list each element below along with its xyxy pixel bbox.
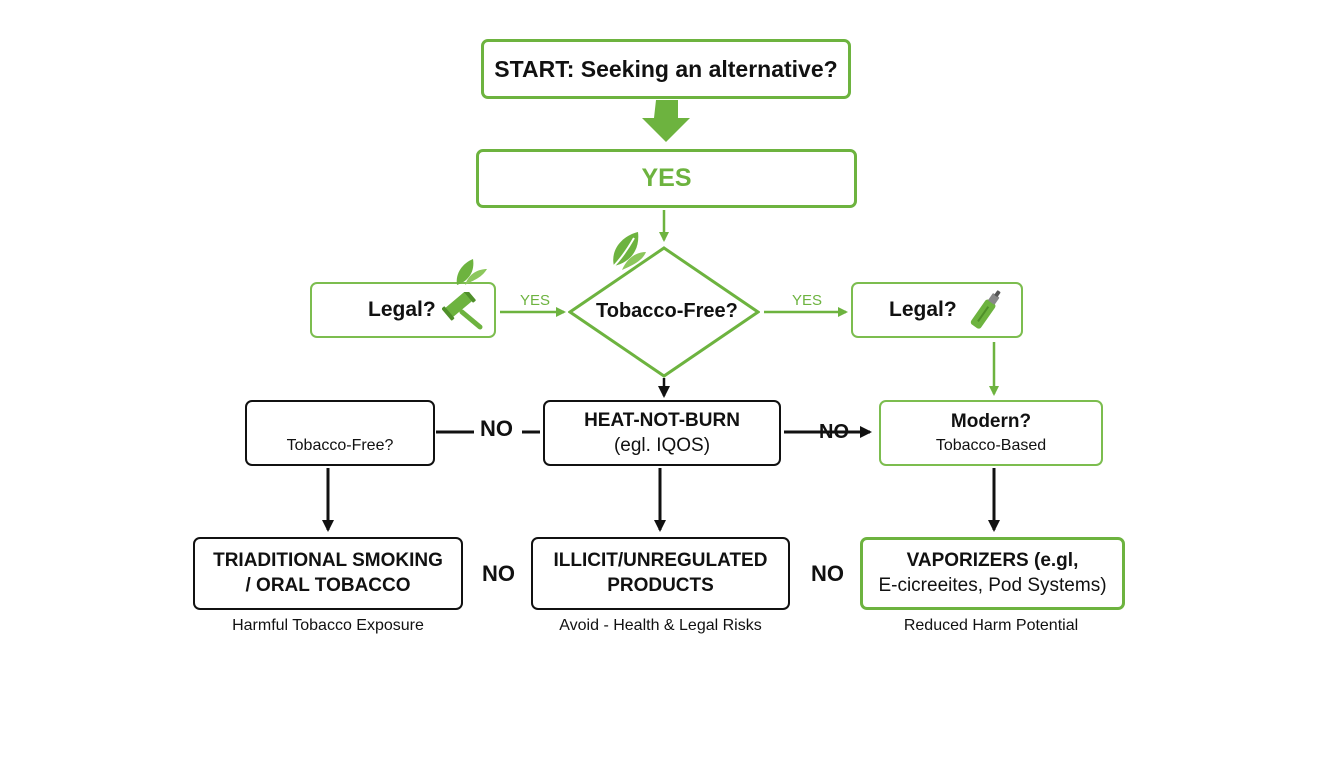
vaporizers-node: VAPORIZERS (e.gl, E-cicreeites, Pod Syst… [860, 537, 1125, 610]
vaporizers-line1-text: VAPORIZERS (e.gl, [906, 550, 1079, 571]
edge-label-no-bottom-right: NO [811, 561, 844, 586]
caption-illicit: Avoid - Health & Legal Risks [559, 617, 762, 634]
leaf-icon [456, 259, 487, 285]
edge-label-no-mid-left: NO [480, 416, 513, 441]
traditional-line1: TRIADITIONAL SMOKING [213, 550, 443, 571]
illicit-line2: PRODUCTS [607, 575, 714, 596]
vape-pen-icon [970, 290, 1001, 329]
start-node: START: Seeking an alternative? [481, 39, 851, 99]
traditional-line2: / ORAL TOBACCO [245, 575, 411, 596]
yes-label: YES [641, 164, 692, 192]
start-label: START: Seeking an alternative? [494, 55, 838, 82]
arrow-start-to-yes [642, 100, 690, 142]
edge-label-yes-right: YES [792, 292, 823, 309]
edge-label-no-bottom-left: NO [482, 561, 515, 586]
legal-left-label: Legal? [368, 298, 436, 321]
edge-label-no-mid-right: NO [819, 421, 849, 443]
modern-node: Modern? Tobacco-Based [879, 400, 1103, 466]
illicit-line1: ILLICIT/UNREGULATED [553, 550, 768, 571]
tobacco-free-decision-node [568, 246, 760, 378]
tobacco-free-left-node: Tobacco-Free? [245, 400, 435, 466]
legal-right-label: Legal? [889, 298, 957, 321]
vaporizers-line2: E-cicreeites, Pod Systems) [878, 575, 1107, 596]
modern-title: Modern? [950, 411, 1032, 432]
modern-subtitle: Tobacco-Based [935, 437, 1047, 454]
tobacco-free-decision-label: Tobacco-Free? [596, 300, 738, 322]
leaf-icon [611, 232, 646, 270]
tobacco-free-left-label: Tobacco-Free? [286, 437, 394, 454]
traditional-node: TRIADITIONAL SMOKING / ORAL TOBACCO [193, 537, 463, 610]
edge-label-yes-left: YES [520, 292, 551, 309]
heat-not-burn-subtitle: (egl. IQOS) [613, 434, 711, 456]
caption-vaporizers: Reduced Harm Potential [903, 617, 1079, 634]
yes-node: YES [476, 149, 857, 208]
gavel-icon [442, 292, 483, 330]
illicit-node: ILLICIT/UNREGULATED PRODUCTS [531, 537, 790, 610]
caption-traditional: Harmful Tobacco Exposure [232, 617, 424, 634]
heat-not-burn-node: HEAT-NOT-BURN (egl. IQOS) [543, 400, 781, 466]
legal-right-node: Legal? [851, 282, 1023, 338]
vaporizers-line1: VAPORIZERS (e.gl, [907, 550, 1079, 572]
heat-not-burn-title: HEAT-NOT-BURN [584, 409, 740, 431]
